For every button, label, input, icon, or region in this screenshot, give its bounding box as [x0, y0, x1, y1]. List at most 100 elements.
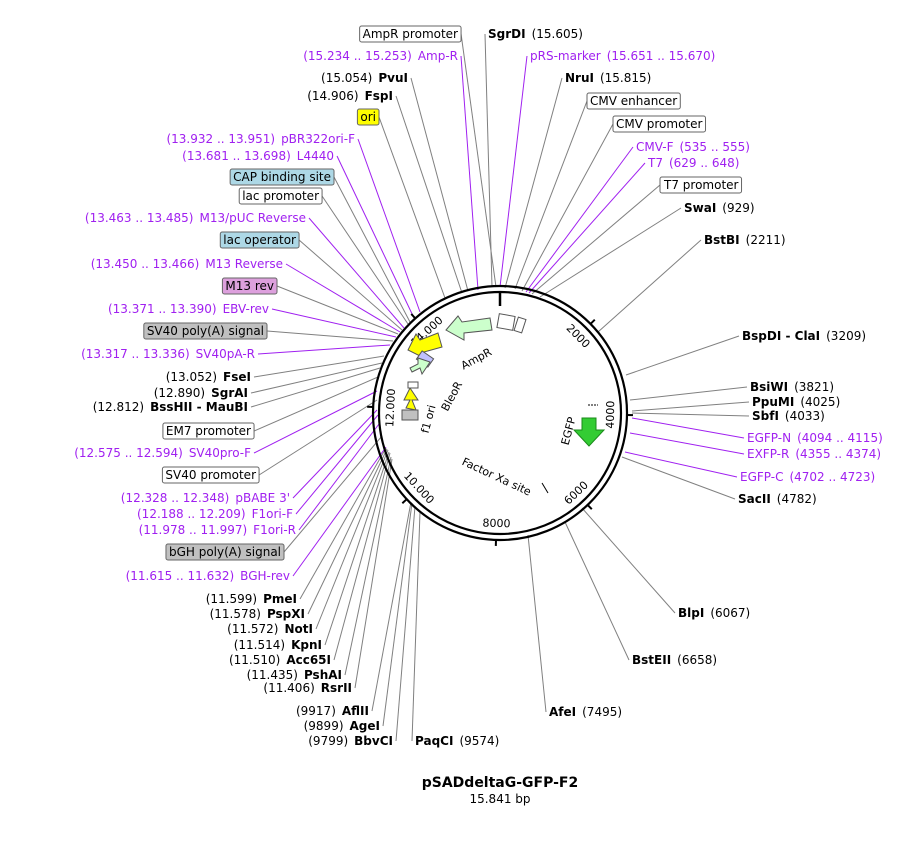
- primer-label: pRS-marker(15.651 .. 15.670): [530, 49, 715, 63]
- leader-line: [531, 184, 661, 295]
- enzyme-text: (11.599)PmeI: [206, 592, 297, 606]
- leader-line: [354, 458, 393, 689]
- feature-box: [238, 187, 323, 205]
- primer-label: (13.450 .. 13.466)M13 Reverse: [91, 257, 283, 271]
- leader-line: [283, 435, 383, 553]
- leader-line: [285, 263, 401, 333]
- enzyme-pos: (11.572): [227, 622, 278, 636]
- primer-text: (13.371 .. 13.390)EBV-rev: [108, 302, 269, 316]
- enzyme-name: NruI: [565, 71, 594, 85]
- enzyme-pos: (15.605): [532, 27, 583, 41]
- feature-box: [161, 466, 260, 484]
- bleor-arrow: [409, 357, 431, 376]
- leader-line: [292, 409, 378, 499]
- feature-label: lac promoter: [238, 187, 323, 205]
- leader-line: [258, 399, 378, 476]
- feature-text: CMV enhancer: [590, 94, 677, 108]
- leader-line: [315, 449, 389, 630]
- factor-xa-marker: [541, 482, 549, 494]
- enzyme-pos: (9574): [459, 734, 499, 748]
- enzyme-text: NruI (15.815): [565, 71, 651, 85]
- leader-line: [257, 344, 391, 355]
- primer-name: T7: [647, 156, 663, 170]
- leader-line: [378, 116, 446, 299]
- leader-line: [266, 330, 394, 342]
- leader-line: [621, 456, 736, 500]
- leader-line: [597, 239, 702, 333]
- leader-line: [631, 412, 750, 417]
- primer-text: CMV-F (535 .. 555): [636, 140, 750, 154]
- feature-label: CAP binding site: [229, 168, 335, 186]
- enzyme-pos: (3821): [794, 380, 834, 394]
- leader-line: [395, 505, 416, 742]
- primer-text: (12.328 .. 12.348)pBABE 3': [121, 491, 290, 505]
- enzyme-text: SacII(4782): [738, 492, 817, 506]
- feature-box: [612, 115, 707, 133]
- enzyme-label: PaqCI(9574): [415, 734, 499, 748]
- feature-box: [165, 543, 285, 561]
- leader-line: [410, 77, 469, 292]
- enzyme-label: (11.578)PspXI: [210, 607, 305, 621]
- leader-line: [298, 423, 380, 531]
- enzyme-text: AfeI(7495): [549, 705, 622, 719]
- leader-line: [625, 335, 740, 376]
- enzyme-pos: (11.435): [247, 668, 298, 682]
- feature-label: SV40 poly(A) signal: [143, 322, 268, 340]
- enzyme-name: AflII: [342, 704, 369, 718]
- feature-box: [229, 168, 335, 186]
- enzyme-pos: (4025): [800, 395, 840, 409]
- feature-box: [221, 277, 278, 295]
- enzyme-label: NruI (15.815): [565, 71, 651, 85]
- primer-range: (15.651 .. 15.670): [607, 49, 716, 63]
- primer-text: (11.978 .. 11.997)F1ori-R: [139, 523, 296, 537]
- enzyme-name: PvuI: [378, 71, 408, 85]
- enzyme-pos: (15.815): [600, 71, 651, 85]
- primer-label: EGFP-N(4094 .. 4115): [747, 431, 883, 445]
- primer-label: (15.234 .. 15.253)Amp-R: [303, 49, 458, 63]
- enzyme-pos: (12.890): [154, 386, 205, 400]
- leader-line: [411, 511, 421, 742]
- leader-line: [371, 501, 412, 712]
- leader-lines: [250, 33, 750, 742]
- enzyme-label: SgrDI(15.605): [488, 27, 583, 41]
- feature-label: SV40 promoter: [161, 466, 260, 484]
- ampr-arrow: [445, 315, 493, 341]
- enzyme-name: BssHII - MauBI: [150, 400, 248, 414]
- feature-label: EM7 promoter: [162, 422, 255, 440]
- enzyme-text: BstEII(6658): [632, 653, 717, 667]
- leader-line: [521, 123, 614, 292]
- leader-line: [357, 138, 421, 313]
- enzyme-pos: (3209): [826, 329, 866, 343]
- enzyme-pos: (11.578): [210, 607, 261, 621]
- enzyme-pos: (6067): [710, 606, 750, 620]
- feature-box: [359, 25, 462, 43]
- enzyme-label: (11.510)Acc65I: [229, 653, 331, 667]
- enzyme-text: (9899)AgeI: [304, 719, 380, 733]
- leader-line: [295, 414, 379, 515]
- enzyme-text: (13.052)FseI: [166, 370, 251, 384]
- feature-label: CMV promoter: [612, 115, 707, 133]
- enzyme-label: SbfI(4033): [752, 409, 825, 423]
- primer-label: (11.978 .. 11.997)F1ori-R: [139, 523, 296, 537]
- enzyme-label: (9799)BbvCI: [308, 734, 393, 748]
- feature-text: EM7 promoter: [166, 424, 251, 438]
- primer-range: (12.328 .. 12.348): [121, 491, 230, 505]
- enzyme-label: SwaI(929): [684, 201, 755, 215]
- feature-text: SV40 poly(A) signal: [147, 324, 264, 338]
- leader-line: [250, 367, 381, 408]
- primer-label: (13.463 .. 13.485)M13/pUC Reverse: [85, 211, 306, 225]
- primer-text: (15.234 .. 15.253)Amp-R: [303, 49, 458, 63]
- primer-name: CMV-F: [636, 140, 674, 154]
- primer-name: F1ori-F: [252, 507, 293, 521]
- feature-text: CAP binding site: [233, 170, 331, 184]
- primer-text: (13.450 .. 13.466)M13 Reverse: [91, 257, 283, 271]
- enzyme-name: SacII: [738, 492, 771, 506]
- primer-text: (12.188 .. 12.209)F1ori-F: [137, 507, 293, 521]
- enzyme-text: (12.890)SgrAI: [154, 386, 248, 400]
- primer-range: (535 .. 555): [679, 140, 749, 154]
- primer-name: M13 Reverse: [205, 257, 283, 271]
- feature-box: [356, 108, 380, 126]
- enzyme-pos: (11.599): [206, 592, 257, 606]
- enzyme-pos: (7495): [582, 705, 622, 719]
- feature-text: M13 rev: [225, 279, 274, 293]
